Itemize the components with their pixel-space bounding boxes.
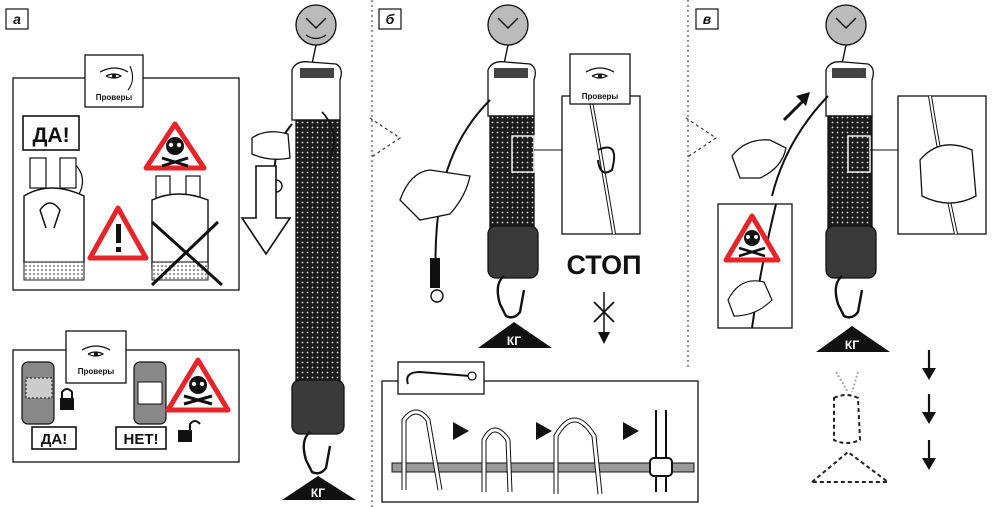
svg-text:НЕТ!: НЕТ!: [124, 431, 159, 448]
panel-letter-b: б: [379, 9, 401, 29]
arrow-down-icon: [922, 350, 936, 380]
carabiner: [836, 276, 862, 317]
load-marker: КГ: [282, 476, 356, 500]
descender-device: [826, 62, 876, 278]
yes-sign: ДА!: [23, 116, 79, 150]
carabiner: [304, 432, 330, 473]
buckle-correct: [22, 362, 54, 424]
svg-text:КГ: КГ: [311, 486, 325, 500]
arrow-down-icon: [922, 394, 936, 424]
buckle-wrong: [134, 362, 166, 424]
load-marker: КГ: [478, 322, 552, 348]
knot-detail: [898, 96, 986, 234]
next-chevron-icon: [370, 118, 400, 158]
panel-letter-c: в: [696, 9, 718, 29]
check-label: Проверы: [78, 367, 115, 376]
svg-text:ДА!: ДА!: [41, 431, 68, 448]
check-label: Проверы: [96, 93, 133, 102]
knot-detail: [562, 96, 640, 234]
descender-device: [292, 62, 344, 434]
hand-icon: [252, 132, 290, 160]
svg-text:в: в: [703, 11, 712, 27]
yes-sign: ДА!: [32, 427, 76, 449]
svg-text:а: а: [13, 11, 21, 27]
stop-label: СТОП: [566, 250, 641, 280]
svg-text:КГ: КГ: [845, 338, 859, 352]
no-sign: НЕТ!: [116, 427, 166, 449]
descender-device: [488, 62, 538, 278]
anchor-pulley: [826, 5, 866, 45]
arrow-down-icon: [242, 166, 290, 254]
svg-text:КГ: КГ: [507, 334, 521, 348]
carabiner: [498, 276, 524, 317]
load-marker: КГ: [816, 326, 890, 352]
svg-text:б: б: [386, 11, 395, 27]
anchor-pulley: [488, 5, 528, 45]
check-label: Проверы: [582, 92, 619, 101]
pulling-hand-icon: [732, 140, 786, 178]
panel-letter-a: а: [6, 9, 28, 29]
stop-arrow-icon: [594, 292, 614, 344]
open-hand-icon: [400, 170, 470, 220]
anchor-pulley: [296, 5, 336, 45]
rope-loop-icon: [398, 362, 484, 394]
arrow-down-icon: [922, 440, 936, 470]
svg-text:ДА!: ДА!: [32, 124, 69, 147]
next-chevron-icon: [686, 118, 716, 158]
falling-load: [812, 372, 888, 482]
